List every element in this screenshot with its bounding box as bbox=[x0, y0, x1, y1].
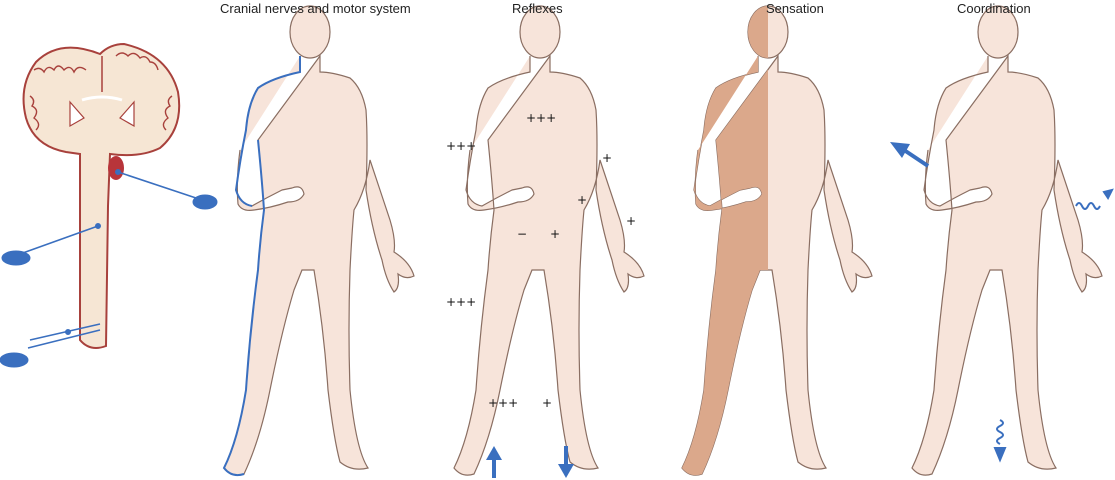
reflex-right-biceps: +++ bbox=[446, 139, 477, 153]
panel-title-sensation: Sensation bbox=[766, 1, 824, 16]
plantar-up-arrow bbox=[486, 446, 502, 478]
figure-coordination bbox=[911, 5, 1103, 476]
panel-title-coordination: Coordination bbox=[957, 1, 1031, 16]
reflex-right-knee: +++ bbox=[446, 295, 477, 309]
reflex-right-ankle: +++ bbox=[488, 396, 519, 410]
cerebrum bbox=[22, 42, 181, 349]
figure-sensation bbox=[681, 5, 873, 476]
reflex-chest: +++ bbox=[526, 111, 557, 125]
tremor-arrow bbox=[1075, 188, 1114, 210]
reflex-left-ankle: + bbox=[542, 396, 553, 410]
ataxia-arrow bbox=[890, 142, 930, 168]
plantar-down-arrow bbox=[558, 446, 574, 478]
panel-title-reflexes: Reflexes bbox=[512, 1, 563, 16]
reflex-left-arm-1: + bbox=[602, 151, 613, 165]
reflex-abdominal-left: + bbox=[550, 227, 561, 241]
brainstem-lesion bbox=[108, 156, 124, 180]
brain-section bbox=[0, 42, 218, 368]
figure-motor bbox=[222, 5, 415, 477]
neuron-icon bbox=[0, 169, 218, 368]
reflex-left-arm-2: + bbox=[577, 193, 588, 207]
reflex-abdominal-right: − bbox=[517, 227, 528, 241]
panel-title-motor: Cranial nerves and motor system bbox=[220, 1, 411, 16]
tremor-down-arrow bbox=[993, 419, 1007, 463]
reflex-left-hand: + bbox=[626, 214, 637, 228]
